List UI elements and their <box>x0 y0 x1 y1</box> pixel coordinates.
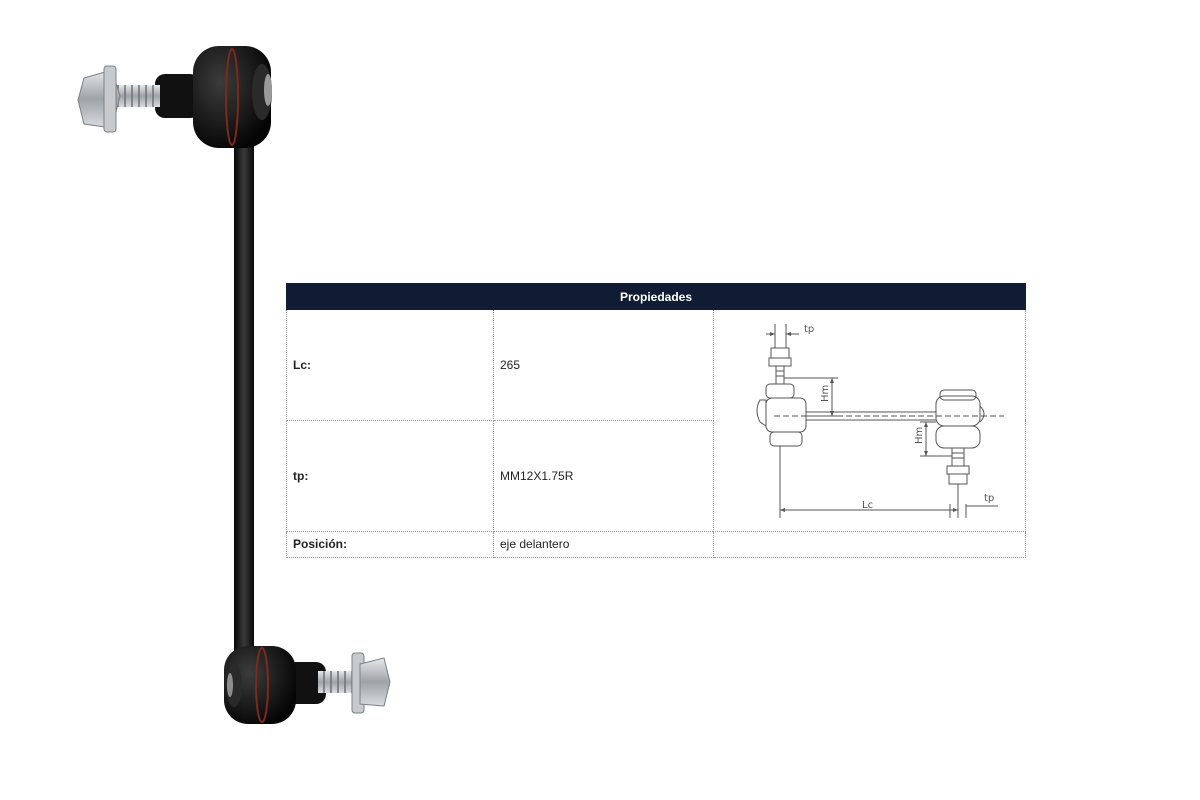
hm-label: Hm <box>820 385 831 402</box>
hm-lower-label: Hm <box>914 427 925 444</box>
tp-bottom-label: tp <box>984 493 994 504</box>
tp-top-label: tp <box>804 324 814 335</box>
lc-dimension-label: Lc <box>862 500 873 511</box>
bottom-ball-joint <box>224 646 391 724</box>
link-rod <box>234 120 254 680</box>
empty-cell <box>713 530 1026 559</box>
diagram-cell: tp Hm Hm Lc tp <box>713 309 1026 532</box>
tp-value: MM12X1.75R <box>493 419 714 532</box>
table-row: Posición: eje delantero <box>286 530 1026 559</box>
properties-table: Propiedades Lc: 265 <box>286 282 1026 559</box>
stabilizer-link-diagram: tp Hm Hm Lc tp <box>756 324 1004 519</box>
position-label: Posición: <box>286 530 494 559</box>
lc-label: Lc: <box>286 309 494 421</box>
table-header: Propiedades <box>286 282 1026 311</box>
lc-value: 265 <box>493 309 714 421</box>
table-row: Lc: 265 <box>286 309 1026 532</box>
table-row: tp: MM12X1.75R <box>286 419 1026 532</box>
position-value: eje delantero <box>493 530 714 559</box>
tp-label: tp: <box>286 419 494 532</box>
top-ball-joint <box>77 46 272 148</box>
